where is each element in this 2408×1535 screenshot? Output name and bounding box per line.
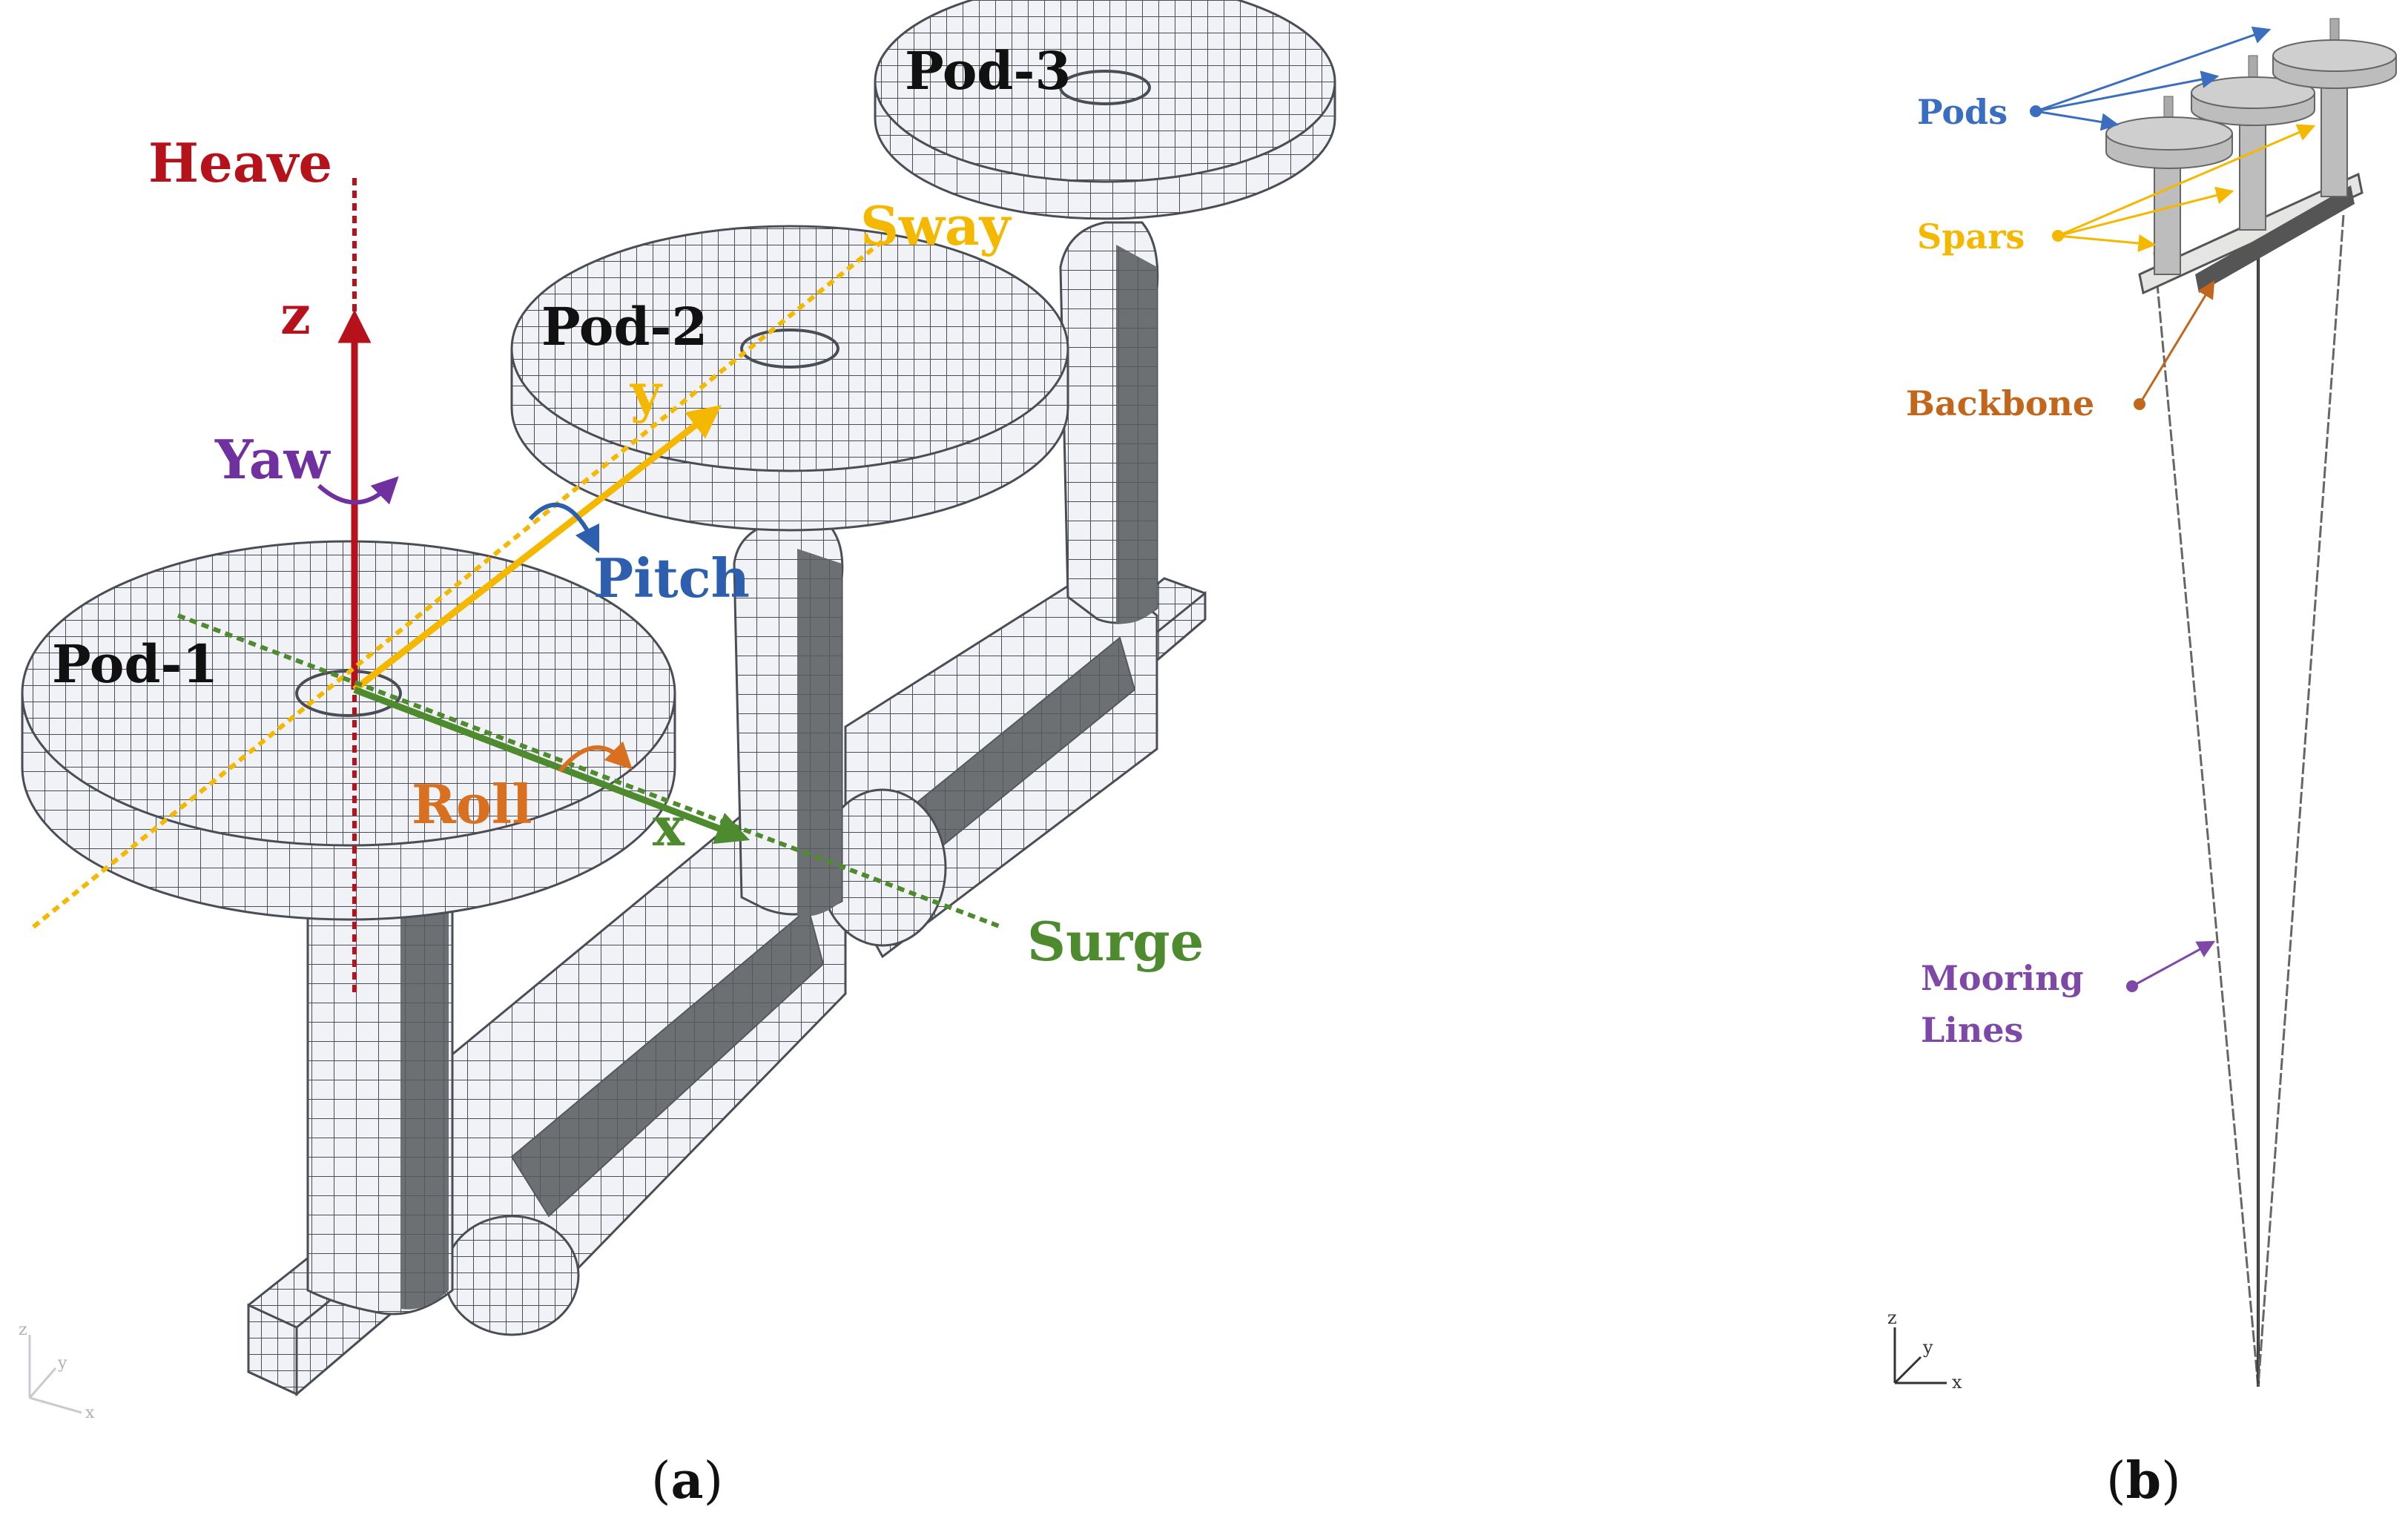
panel-b: Pods Spars Backbone Mooring Lines z y [1887,18,2397,1393]
pods-callout: Pods [1917,26,2272,132]
triad-a-y: y [57,1354,67,1373]
triad-b-z: z [1887,1307,1897,1328]
pod-3-disc [874,0,1336,220]
pitch-label: Pitch [593,547,750,610]
backbone-label: Backbone [1906,383,2094,423]
caption-a-letter: a [671,1451,704,1511]
caption-a: (a) [651,1451,723,1511]
backbone-plate [2138,172,2364,295]
backbone-callout: Backbone [1906,280,2215,423]
pod-3-label: Pod-3 [905,40,1071,102]
heave-label: Heave [148,131,332,194]
x-axis-arrow [353,686,751,845]
axis-lines [32,178,1003,994]
surge-axis-dotted [177,613,1003,929]
triad-a-x: x [85,1404,95,1422]
triad-b-x: x [1952,1372,1962,1393]
y-label: y [630,361,663,424]
surge-label: Surge [1027,910,1204,973]
mooring-callout: Mooring Lines [1921,940,2216,1050]
pods-b [2105,18,2397,169]
caption-a-open: ( [651,1452,671,1511]
caption-b-close: ) [2161,1452,2181,1511]
caption-a-close: ) [704,1452,724,1511]
y-axis-arrow [352,405,722,693]
spar-pod-1 [306,877,455,1316]
z-label: z [280,283,311,346]
yaw-rotation-icon [317,476,399,505]
pods-label: Pods [1917,92,2008,132]
triad-b: z y x [1887,1307,1962,1393]
pod-2-disc [510,225,1069,532]
caption-b: (b) [2106,1451,2181,1511]
mooring-label-line-1: Mooring [1921,958,2084,998]
pod-1-label: Pod-1 [52,633,218,695]
panel-a: Pod-1 Pod-2 Pod-3 Heave z Yaw Sway y Pit… [19,0,1336,1422]
spars-callout: Spars [1917,124,2316,257]
spar-3 [2320,85,2348,197]
spar-2 [2239,118,2266,231]
backbone-bar [2195,185,2355,293]
mooring-lines [2153,214,2345,1387]
caption-b-letter: b [2126,1451,2162,1511]
spar-pod-3 [1059,221,1159,624]
spar-1 [2154,148,2181,275]
pod-2-label: Pod-2 [541,296,707,357]
roll-label: Roll [412,773,532,836]
sway-axis-dotted [32,239,884,929]
pod-1-disc [21,540,676,921]
spars-label: Spars [1917,217,2025,257]
yaw-label: Yaw [214,428,331,491]
triad-a: z y x [19,1321,95,1422]
triad-a-z: z [19,1321,27,1339]
caption-b-open: ( [2106,1452,2126,1511]
spar-pod-2 [733,521,844,917]
pitch-rotation-icon [528,502,600,554]
mooring-label-line-2: Lines [1921,1010,2023,1050]
x-label: x [653,795,685,858]
roll-rotation-icon [558,741,633,773]
triad-b-y: y [1922,1337,1933,1358]
sway-label: Sway [860,194,1012,257]
